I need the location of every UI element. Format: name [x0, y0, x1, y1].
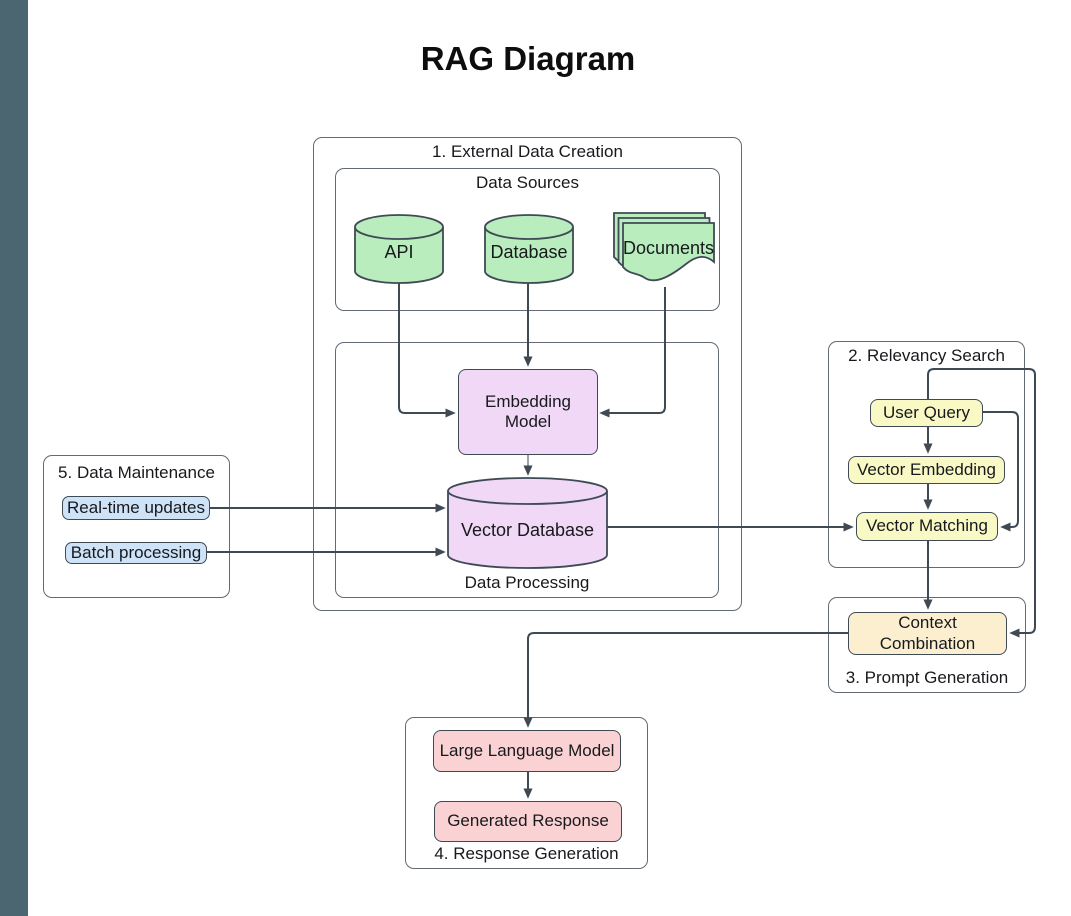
connector-query-to-context-loop [927, 368, 1036, 638]
section-external-data-creation: 1. External Data Creation [313, 137, 742, 611]
node-large-language-model: Large Language Model [433, 730, 621, 772]
documents-stack [613, 212, 715, 282]
section-data-processing-label: Data Processing [464, 573, 590, 592]
generated-response-label: Generated Response [447, 811, 609, 831]
node-embedding-model: Embedding Model [458, 369, 598, 455]
left-edge-strip [0, 0, 28, 916]
section-data-sources-label: Data Sources [476, 173, 579, 192]
node-context-combination: Context Combination [848, 612, 1007, 655]
section-relevancy-search: 2. Relevancy Search [828, 341, 1025, 568]
vector-matching-label: Vector Matching [866, 516, 988, 536]
embedding-model-label: Embedding Model [484, 391, 571, 431]
connector-query-to-matching-loop [983, 411, 1019, 532]
vector-database-cylinder [447, 477, 608, 569]
section-relevancy-label: 2. Relevancy Search [848, 346, 1005, 365]
vector-embedding-label: Vector Embedding [857, 459, 996, 479]
documents-label: Documents [622, 238, 715, 258]
llm-label: Large Language Model [439, 740, 615, 760]
node-vector-embedding: Vector Embedding [848, 456, 1005, 484]
api-label: API [384, 242, 414, 262]
vector-database-label: Vector Database [460, 520, 595, 540]
context-combination-label: Context Combination [879, 613, 976, 653]
connector-api-to-embedding [398, 283, 456, 418]
node-vector-matching: Vector Matching [856, 512, 998, 541]
node-generated-response: Generated Response [434, 801, 622, 842]
node-batch-processing: Batch processing [65, 542, 207, 564]
database-label: Database [490, 242, 568, 262]
section-maintenance-label: 5. Data Maintenance [58, 463, 215, 482]
database-cylinder [484, 214, 574, 284]
section-response-label: 4. Response Generation [434, 844, 619, 863]
node-realtime-updates: Real-time updates [62, 496, 210, 520]
realtime-updates-label: Real-time updates [67, 497, 205, 517]
batch-processing-label: Batch processing [70, 542, 202, 562]
connector-documents-to-embedding [599, 287, 666, 418]
node-user-query: User Query [870, 399, 983, 427]
section-data-maintenance: 5. Data Maintenance [43, 455, 230, 598]
section-external-label: 1. External Data Creation [432, 142, 623, 161]
connector-context-to-llm [523, 632, 848, 728]
section-prompt-label: 3. Prompt Generation [845, 668, 1009, 687]
user-query-label: User Query [883, 402, 970, 422]
api-cylinder [354, 214, 444, 284]
diagram-title: RAG Diagram [420, 40, 636, 77]
